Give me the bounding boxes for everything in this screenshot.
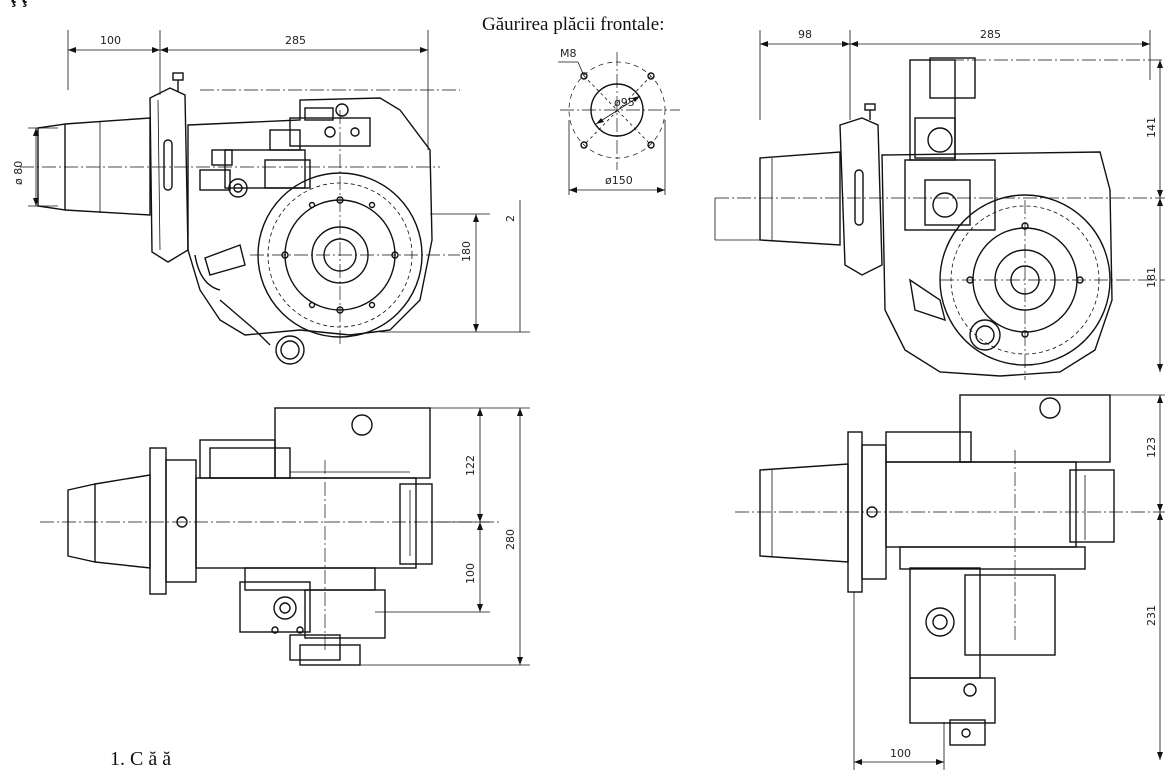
dim-top-left: 98 (798, 28, 812, 41)
inner-diameter-label: ø95 (614, 96, 635, 109)
dim-lower: 100 (464, 563, 477, 584)
dim-height-lower: 181 (1145, 267, 1158, 288)
left-top-view: 122 100 280 (40, 407, 530, 666)
front-plate-drilling: ø95 M8 ø150 (558, 47, 680, 195)
dim-lower: 231 (1145, 605, 1158, 626)
dim-height-upper: 141 (1145, 117, 1158, 138)
dim-top-left: 100 (100, 34, 121, 47)
footer-list-fragment: 1. C ă ă (110, 748, 172, 770)
dim-small: 2 (504, 215, 517, 222)
dim-upper: 122 (464, 455, 477, 476)
dim-nozzle-diameter: ø 80 (12, 161, 25, 185)
dim-height-lower: 180 (460, 241, 473, 262)
section-heading-fragment: ţ ţ (10, 0, 27, 8)
thread-label: M8 (560, 47, 577, 60)
dim-upper: 123 (1145, 437, 1158, 458)
right-side-view: 98 285 (714, 28, 1165, 380)
right-top-view: 123 231 100 (735, 394, 1165, 770)
dim-bottom: 100 (890, 747, 911, 760)
dim-top-right: 285 (285, 34, 306, 47)
dim-total: 280 (504, 529, 517, 550)
outer-diameter-label: ø150 (605, 174, 633, 187)
front-plate-caption: Găurirea plăcii frontale: (482, 14, 665, 35)
left-side-view: 100 285 ø 80 (12, 30, 530, 365)
dim-top-right: 285 (980, 28, 1001, 41)
